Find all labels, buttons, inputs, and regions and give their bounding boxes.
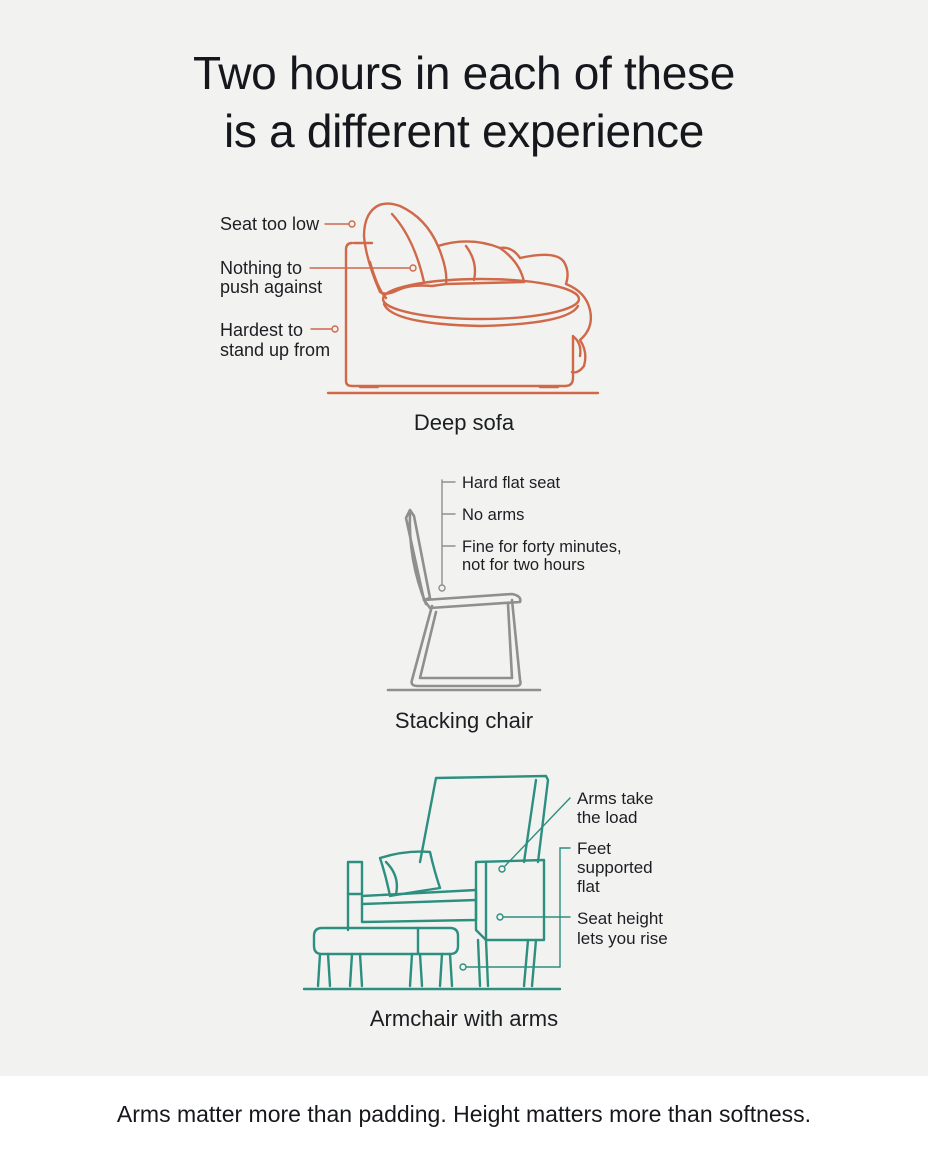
ottoman-leg-3: [348, 952, 354, 988]
armchair-caption: Armchair with arms: [370, 1006, 558, 1031]
sofa-note-hardest-line-1: Hardest to: [220, 320, 303, 340]
sofa-leader-dot-nothing: [409, 264, 417, 272]
ottoman-leg-5: [408, 952, 414, 988]
armchair-backrest: [418, 774, 550, 864]
sofa-back-cushion-seam: [390, 212, 426, 284]
illustration-canvas: Seat too low Nothing to push against Har…: [220, 202, 668, 1031]
armchair-note-feet-line-1: Feet: [577, 839, 611, 858]
armchair-leg-4: [530, 938, 538, 988]
armchair-pillow-fold: [384, 860, 399, 896]
stacking-leader-dot: [438, 584, 446, 592]
sofa-pillow-2: [498, 246, 522, 260]
page-title: Two hours in each of these is a differen…: [0, 44, 928, 160]
sofa-note-nothing-line-2: push against: [220, 277, 322, 297]
sofa-pillow-1-seam: [464, 244, 477, 282]
armchair-leg-1: [476, 938, 482, 988]
footer-takeaway: Arms matter more than padding. Height ma…: [0, 1076, 928, 1152]
stacking-note-fine-line-2: not for two hours: [462, 556, 585, 574]
sofa-leader-dot-hardest: [331, 325, 339, 333]
sofa-note-nothing-line-1: Nothing to: [220, 258, 302, 278]
armchair-illustration: [302, 774, 571, 991]
title-line-1: Two hours in each of these: [193, 47, 735, 99]
sofa-arm-front: [572, 335, 582, 358]
deep-sofa-illustration: [309, 202, 600, 395]
armchair-backrest-side: [522, 778, 538, 864]
sofa-seat-cushion: [381, 277, 581, 321]
ottoman-leg-6: [418, 952, 424, 988]
armchair-note-arms-line-1: Arms take: [577, 789, 654, 808]
armchair-leader-arms: [504, 797, 571, 867]
armchair-seat: [360, 888, 478, 924]
armchair-note-feet-line-3: flat: [577, 877, 600, 896]
armchair-leader-dot-seat: [496, 913, 504, 921]
stacking-caption: Stacking chair: [395, 708, 533, 733]
armchair-seat-edge: [360, 898, 478, 906]
armchair-note-seat-line-1: Seat height: [577, 909, 663, 928]
armchair-note-arms-line-2: the load: [577, 808, 638, 827]
sofa-caption: Deep sofa: [414, 410, 515, 435]
ottoman-leg-8: [448, 952, 454, 988]
sofa-arm-right: [518, 253, 593, 374]
armchair-leader-dot-feet: [459, 963, 467, 971]
stacking-frame-inner: [418, 602, 514, 680]
stacking-note-fine-line-1: Fine for forty minutes,: [462, 538, 622, 556]
sofa-seat-front: [382, 302, 580, 328]
sofa-note-seat-low: Seat too low: [220, 214, 320, 234]
armchair-note-seat-line-2: lets you rise: [577, 929, 668, 948]
stacking-chair-illustration: [386, 479, 542, 692]
title-line-2: is a different experience: [223, 105, 705, 157]
stacking-back-strut: [408, 510, 428, 606]
sofa-back-cushion: [362, 202, 448, 295]
sofa-pillow-1: [436, 240, 526, 286]
armchair-pillow: [378, 850, 442, 898]
armchair-arm-left: [346, 860, 364, 896]
stacking-seat: [422, 592, 522, 610]
ottoman-leg-4: [358, 952, 364, 988]
stacking-note-hard-seat: Hard flat seat: [462, 474, 561, 492]
armchair-leg-2: [484, 938, 490, 988]
ottoman-leg-1: [316, 952, 322, 988]
armchair-leg-3: [522, 938, 530, 988]
sofa-body: [344, 241, 575, 388]
stacking-frame: [410, 598, 522, 688]
ottoman-leg-2: [326, 952, 332, 988]
sofa-note-hardest-line-2: stand up from: [220, 340, 330, 360]
ottoman-leg-7: [438, 952, 444, 988]
stacking-note-no-arms: No arms: [462, 506, 524, 524]
armchair-note-feet-line-2: supported: [577, 858, 653, 877]
sofa-leader-dot-seat-low: [348, 220, 356, 228]
ottoman-top: [312, 926, 460, 956]
armchair-leader-dot-arms: [498, 865, 506, 873]
